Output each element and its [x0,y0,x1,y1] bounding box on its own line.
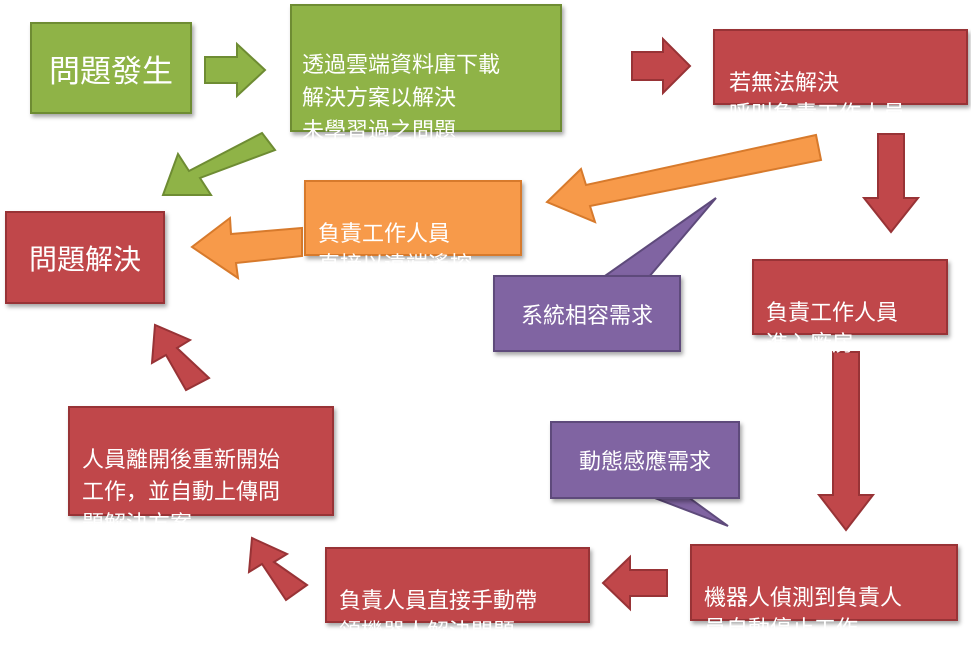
node-manual-guide: 負責人員直接手動帶 領機器人解決問題 [325,547,590,645]
node-call-staff: 若無法解決 呼叫負責工作人員 [713,29,968,127]
node-remote-control-label: 負責工作人員 直接以遠端遙控 [318,222,473,278]
node-restart-upload-label: 人員離開後重新開始 工作，並自動上傳問 題解決方案 [82,448,281,537]
node-cloud-download-label: 透過雲端資料庫下載 解決方案以解決 未學習過之問題 [302,53,501,144]
callout-motion-sensing: 動態感應需求 [550,421,740,499]
arrow-manual-to-restart [247,536,309,602]
node-enter-plant-label: 負責工作人員 進入廠房 [766,301,899,357]
arrow-cloud-to-solved [161,131,277,196]
node-remote-control: 負責工作人員 直接以遠端遙控 [304,180,522,278]
arrow-enter-to-robot [816,351,876,532]
node-problem-occurs: 問題發生 [30,22,192,114]
arrow-robot-to-manual [601,554,668,612]
arrow-problem-to-cloud [204,41,267,99]
arrow-remote-to-solved [190,216,303,281]
node-robot-stops: 機器人偵測到負責人 員自動停止工作 [690,544,958,642]
node-restart-upload: 人員離開後重新開始 工作，並自動上傳問 題解決方案 [68,406,334,537]
arrow-cloud-to-call [631,36,692,96]
callout-tail-system-compat [598,197,717,279]
arrow-call-to-remote [545,133,823,224]
flow-arrows [150,36,921,612]
node-cloud-download: 透過雲端資料庫下載 解決方案以解決 未學習過之問題 [290,4,562,144]
callout-system-compat-label: 系統相容需求 [520,303,653,329]
node-problem-solved: 問題解決 [5,211,165,304]
node-manual-guide-label: 負責人員直接手動帶 領機器人解決問題 [339,589,538,645]
arrow-call-to-enter [861,133,921,234]
callout-motion-sensing-label: 動態感應需求 [578,450,711,475]
node-enter-plant: 負責工作人員 進入廠房 [752,259,948,357]
arrow-restart-to-solved [150,323,211,392]
callout-tail-motion-sensing [651,496,729,527]
node-problem-occurs-label: 問題發生 [49,53,173,90]
node-call-staff-label: 若無法解決 呼叫負責工作人員 [729,71,906,127]
node-problem-solved-label: 問題解決 [28,242,141,276]
callout-system-compat: 系統相容需求 [493,275,681,352]
